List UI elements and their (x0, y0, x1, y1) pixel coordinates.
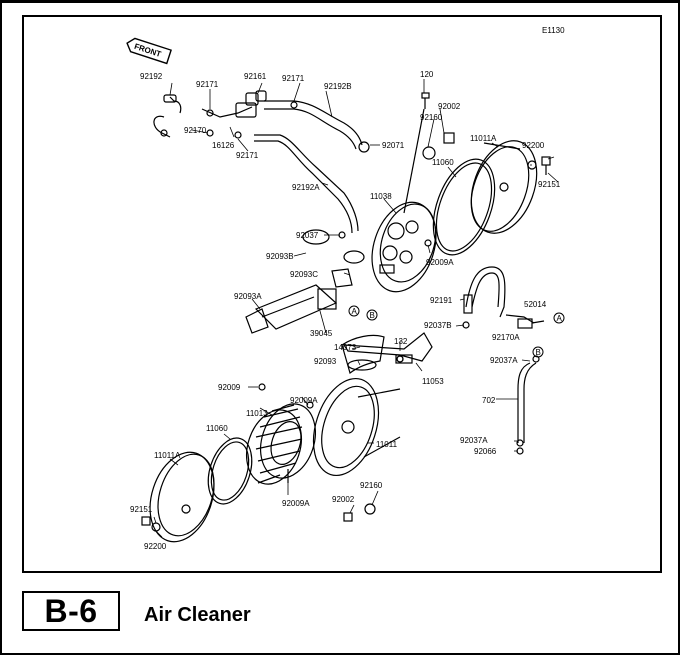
part-label: 52014 (524, 300, 547, 309)
part-label: 92170A (492, 333, 520, 342)
part-label: 92093B (266, 252, 294, 261)
part-label: 92002 (332, 495, 355, 504)
duct-14073 (341, 334, 385, 375)
exploded-parts-diagram: E1130 FRONT (22, 15, 662, 573)
part-label: 92093 (314, 357, 337, 366)
part-label: 92171 (196, 80, 219, 89)
part-label: 92160 (420, 113, 443, 122)
part-label: 92192 (140, 72, 163, 81)
lower-fasteners (258, 231, 432, 522)
base-plate-11011 (312, 377, 401, 477)
part-label: 92002 (438, 102, 461, 111)
svg-text:B: B (536, 348, 541, 357)
callout-A-left: A (348, 305, 360, 317)
part-label: 11038 (370, 192, 392, 201)
section-code: B-6 (22, 591, 120, 631)
part-label: 92192A (292, 183, 320, 192)
part-label: 92093A (234, 292, 262, 301)
part-label: 92191 (430, 296, 453, 305)
part-label: 92071 (382, 141, 405, 150)
gasket-11060 (432, 158, 496, 256)
part-label: 11013 (246, 409, 268, 418)
part-label: 92009A (426, 258, 454, 267)
fasteners-upper (422, 132, 455, 160)
part-label: 92171 (236, 151, 259, 160)
part-label: 92151 (538, 180, 561, 189)
backplate-11038 (371, 201, 437, 293)
part-label: 14073 (334, 343, 357, 352)
part-label: 92037 (296, 231, 319, 240)
part-label: 92009 (218, 383, 241, 392)
part-label: 92171 (282, 74, 305, 83)
part-label: 92037A (460, 436, 488, 445)
diagram-svg: E1130 FRONT (126, 26, 565, 551)
part-label: 92066 (474, 447, 497, 456)
part-label: 92161 (244, 72, 267, 81)
adapter-39045 (245, 229, 365, 334)
callout-A-right: A (553, 312, 565, 324)
callout-B-left: B (366, 309, 378, 321)
part-label: 92009A (290, 396, 318, 405)
part-label: 92093C (290, 270, 318, 279)
part-label: 92037A (490, 356, 518, 365)
gasket-11060-lower (207, 437, 253, 505)
part-label: 92160 (360, 481, 383, 490)
cover-11011A-lower (141, 451, 215, 543)
part-label: 120 (420, 70, 434, 79)
svg-text:B: B (370, 311, 375, 320)
part-label: 39045 (310, 329, 333, 338)
cover-11011A-upper (470, 140, 538, 234)
part-label: 16126 (212, 141, 235, 150)
svg-text:A: A (352, 307, 358, 316)
filter-element-11013 (246, 403, 316, 485)
breather-assembly (153, 90, 370, 234)
part-label: 11053 (422, 377, 444, 386)
part-label: 92192B (324, 82, 352, 91)
part-label: 11011A (470, 134, 497, 143)
callout-B-right: B (532, 346, 544, 358)
part-label: 11060 (206, 424, 228, 433)
part-label: 92200 (522, 141, 545, 150)
bolt-92151-upper (527, 156, 551, 175)
part-label: 11060 (432, 158, 454, 167)
leader-lines (153, 79, 559, 538)
figure-code: E1130 (542, 26, 565, 35)
part-label: 92151 (130, 505, 153, 514)
part-label: 11011A (154, 451, 181, 460)
section-title: Air Cleaner (144, 604, 251, 626)
part-label: 92037B (424, 321, 452, 330)
part-label: 92170 (184, 126, 207, 135)
part-label: 702 (482, 396, 496, 405)
part-label: 92200 (144, 542, 167, 551)
part-label: 11011 (376, 440, 398, 449)
hose-92191 (462, 266, 545, 329)
front-arrow-icon: FRONT (126, 37, 172, 65)
hose-702 (516, 355, 540, 455)
part-label: 132 (394, 337, 408, 346)
bolt-120 (403, 92, 430, 214)
part-label: 92009A (282, 499, 310, 508)
svg-text:A: A (557, 314, 563, 323)
